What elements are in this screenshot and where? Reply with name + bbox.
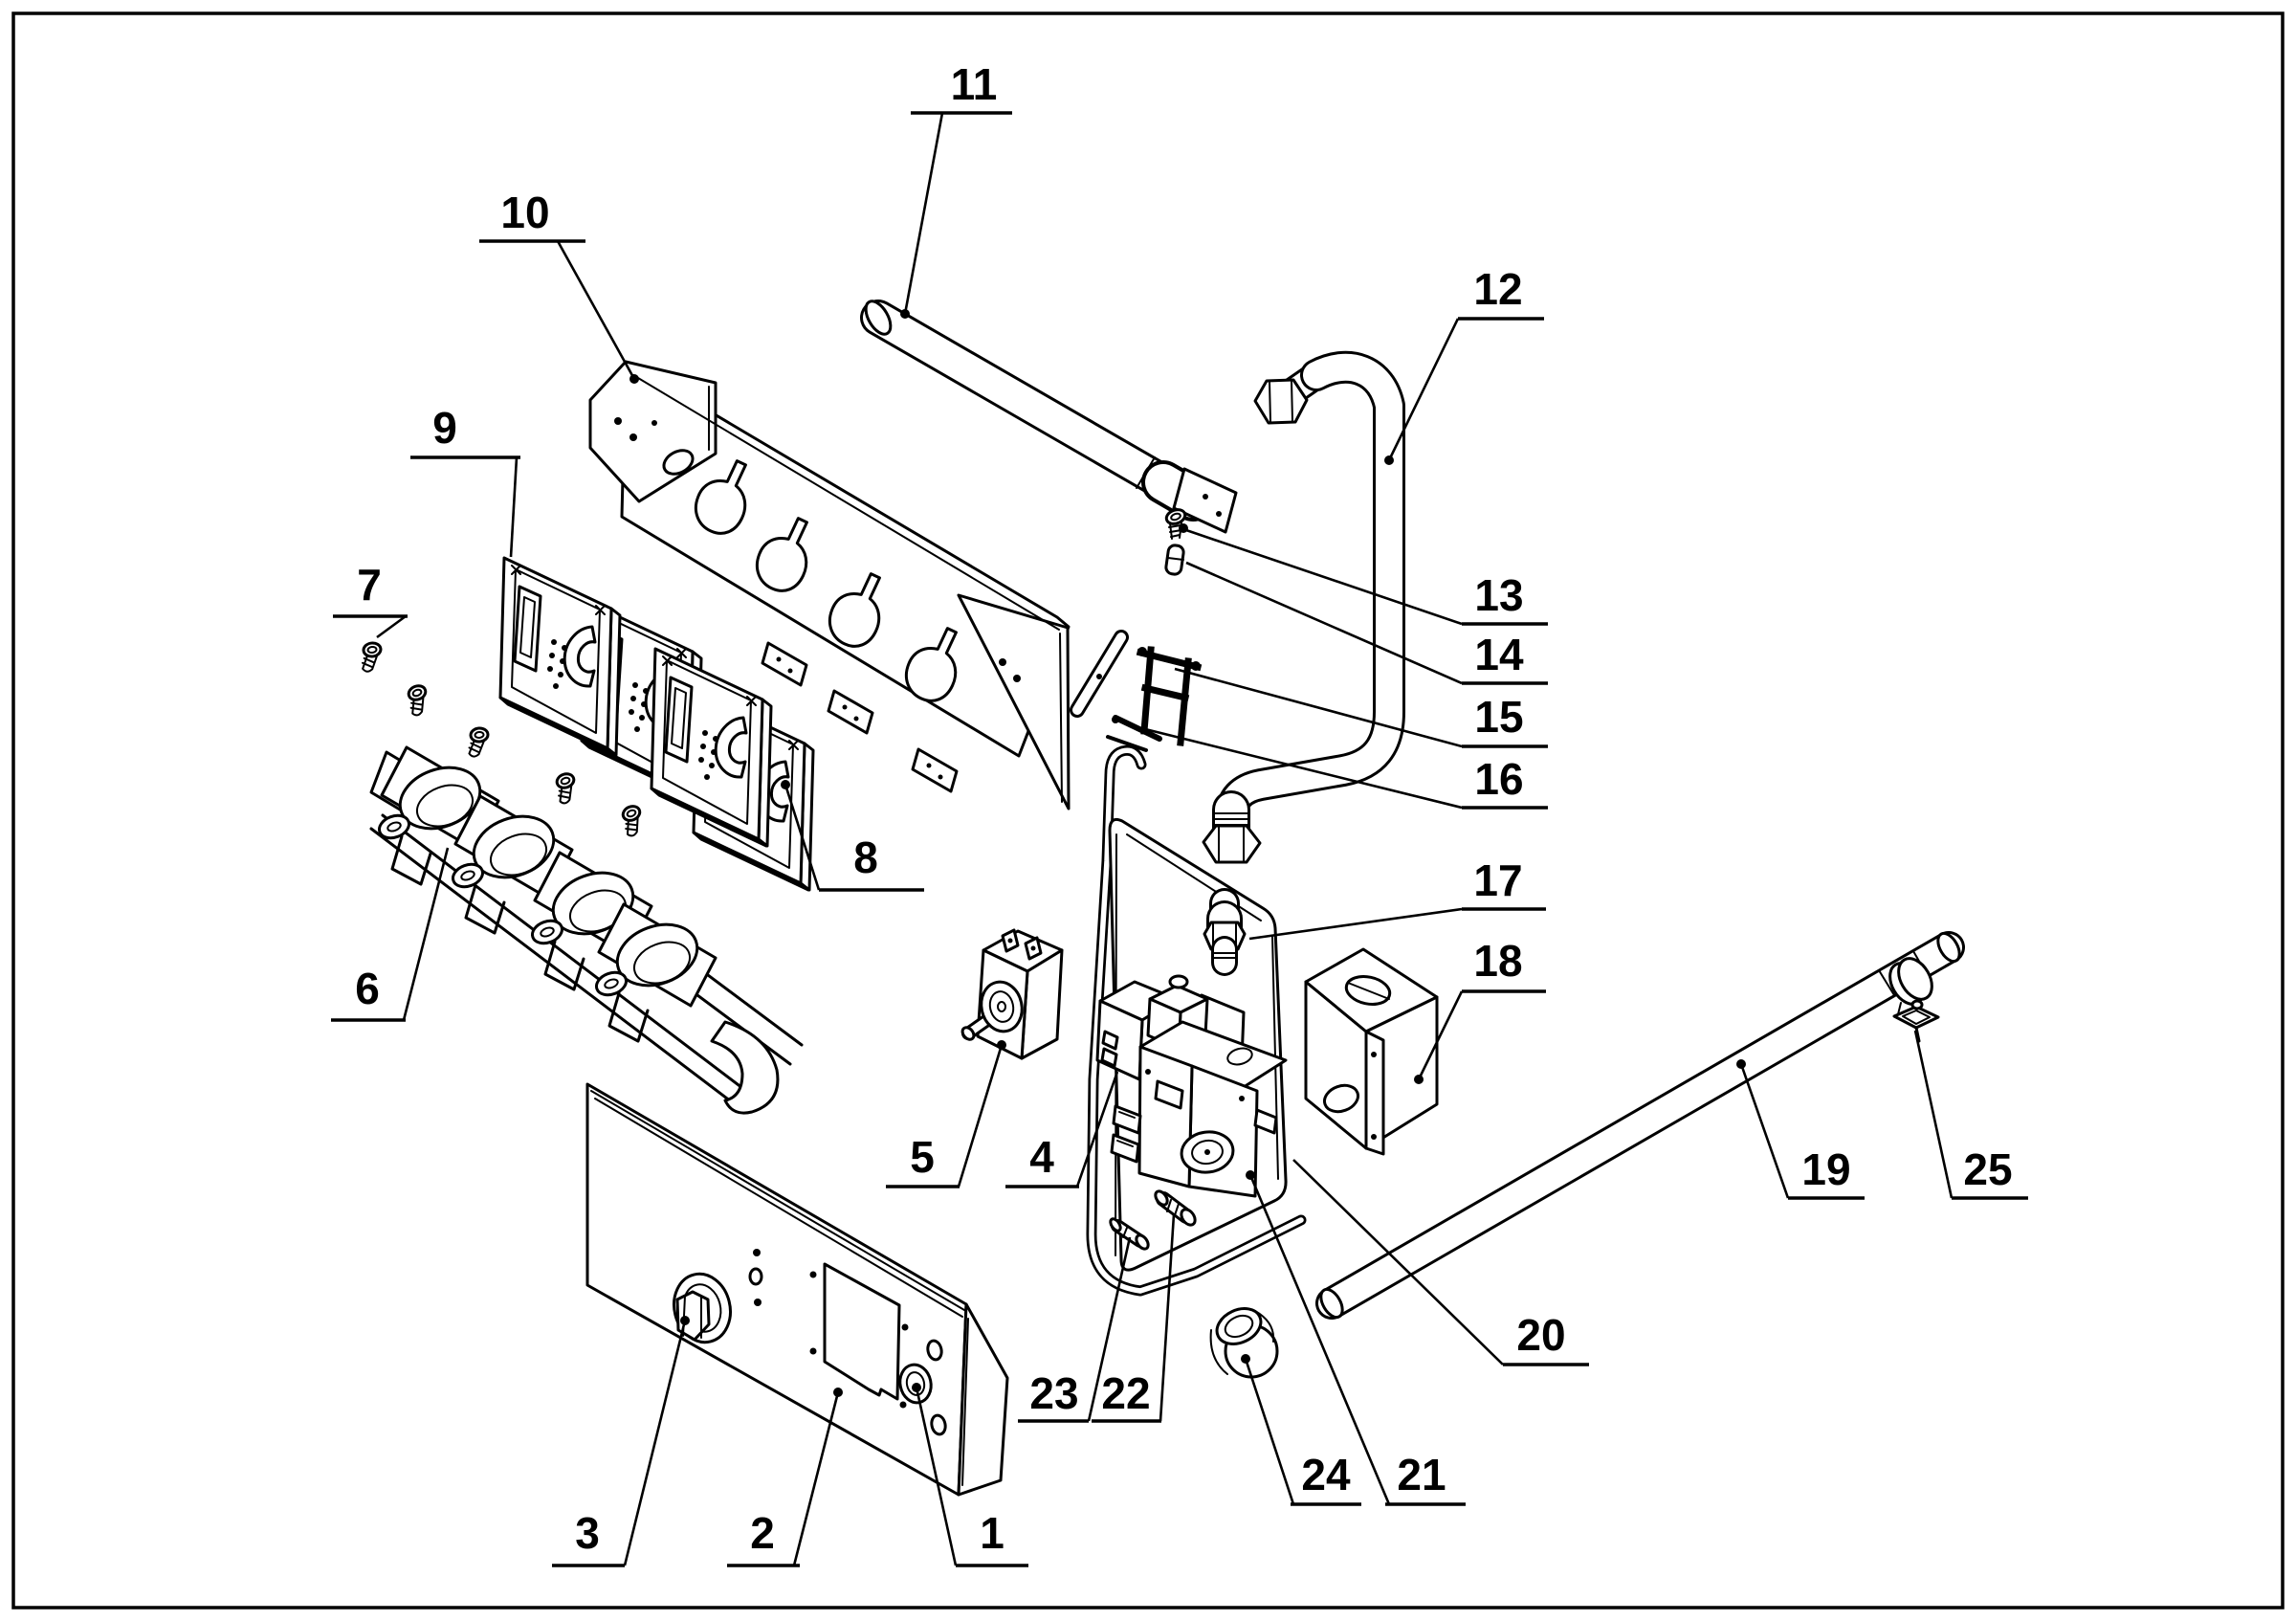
part-3-knob-nut [673, 1272, 732, 1344]
part-number-5: 5 [910, 1132, 935, 1182]
shield-oval-hole [662, 449, 695, 476]
part-10-burner-bracket-shield [588, 360, 1071, 810]
part-15-igniter-bracket [1070, 630, 1203, 746]
part-number-1: 1 [980, 1508, 1004, 1558]
pilot-tube [1086, 744, 1307, 1297]
callout-19: 19 [1736, 1059, 1865, 1200]
part-17-compression-fitting [1203, 888, 1247, 976]
callout-20: 20 [1292, 1159, 1589, 1366]
part-number-7: 7 [357, 560, 382, 610]
part-6-burner-manifold-assembly [369, 745, 804, 1115]
callout-3: 3 [552, 1316, 690, 1567]
part-number-18: 18 [1473, 936, 1522, 986]
callout-22: 22 [1092, 1213, 1176, 1423]
part-number-2: 2 [750, 1508, 775, 1558]
callout-5: 5 [886, 1040, 1006, 1188]
part-23-fitting [1109, 1217, 1150, 1251]
callout-10: 10 [479, 188, 639, 384]
panel-side-flap [957, 1302, 1009, 1497]
part-number-10: 10 [500, 188, 549, 237]
part-number-9: 9 [432, 403, 457, 453]
thermostat-dial [980, 980, 1024, 1033]
panel-window [823, 1262, 901, 1401]
part-5-thermostat [960, 928, 1064, 1060]
part-number-22: 22 [1101, 1368, 1150, 1418]
callout-24: 24 [1241, 1354, 1361, 1506]
callout-layer: 1234567891011121314151617181920212223242… [331, 59, 2028, 1567]
part-11-flue-tube [860, 300, 1238, 534]
pipe-union-nut-bottom [1202, 824, 1262, 864]
callout-6: 6 [331, 847, 450, 1022]
part-14-capsule-fitting [1164, 544, 1185, 576]
part-13-sensor-screw [1164, 508, 1187, 540]
part-number-16: 16 [1474, 754, 1523, 804]
part-24-elbow [1209, 1307, 1279, 1379]
callout-4: 4 [1005, 1071, 1119, 1188]
part-number-23: 23 [1029, 1368, 1078, 1418]
part-21-gas-valve [1110, 974, 1288, 1198]
part-number-25: 25 [1963, 1144, 2012, 1194]
callout-15: 15 [1174, 667, 1548, 748]
callout-2: 2 [727, 1388, 843, 1567]
part-number-21: 21 [1397, 1450, 1446, 1499]
callout-9: 9 [410, 403, 520, 558]
callout-25: 25 [1913, 1030, 2028, 1200]
part-25-tube-clamp [1888, 957, 1940, 1043]
part-number-12: 12 [1473, 264, 1522, 314]
callout-17: 17 [1248, 855, 1546, 941]
part-number-19: 19 [1801, 1144, 1850, 1194]
callout-16: 16 [1129, 723, 1548, 810]
part-19-burner-tube [1315, 931, 1965, 1320]
part-number-6: 6 [355, 964, 380, 1013]
part-number-24: 24 [1301, 1450, 1351, 1499]
manifold-tail-bracket [710, 1020, 780, 1115]
callout-21: 21 [1246, 1170, 1466, 1506]
callout-1: 1 [912, 1383, 1028, 1567]
part-number-17: 17 [1473, 855, 1522, 905]
drawing-border [11, 11, 2285, 1610]
callout-23: 23 [1018, 1236, 1132, 1423]
part-number-20: 20 [1516, 1310, 1565, 1360]
callout-11: 11 [900, 59, 1012, 319]
part-12-gas-supply-pipe [1202, 350, 1405, 864]
callout-14: 14 [1185, 561, 1548, 685]
part-number-8: 8 [853, 833, 878, 882]
part-number-14: 14 [1474, 630, 1524, 679]
part-18-mounting-box-bracket [1304, 947, 1439, 1156]
part-number-3: 3 [575, 1508, 600, 1558]
callout-13: 13 [1179, 523, 1548, 626]
part-number-4: 4 [1029, 1132, 1054, 1182]
part-number-13: 13 [1474, 570, 1523, 620]
callout-7: 7 [333, 560, 408, 639]
callout-18: 18 [1414, 936, 1546, 1084]
pipe-union-nut-top [1253, 378, 1309, 425]
shield-right-face [957, 593, 1071, 810]
part-number-15: 15 [1474, 692, 1523, 742]
callout-12: 12 [1384, 264, 1544, 465]
part-22-fitting [1154, 1189, 1197, 1227]
tube-end-bracket [1172, 467, 1238, 534]
callout-8: 8 [781, 780, 924, 892]
part-number-11: 11 [951, 59, 998, 109]
